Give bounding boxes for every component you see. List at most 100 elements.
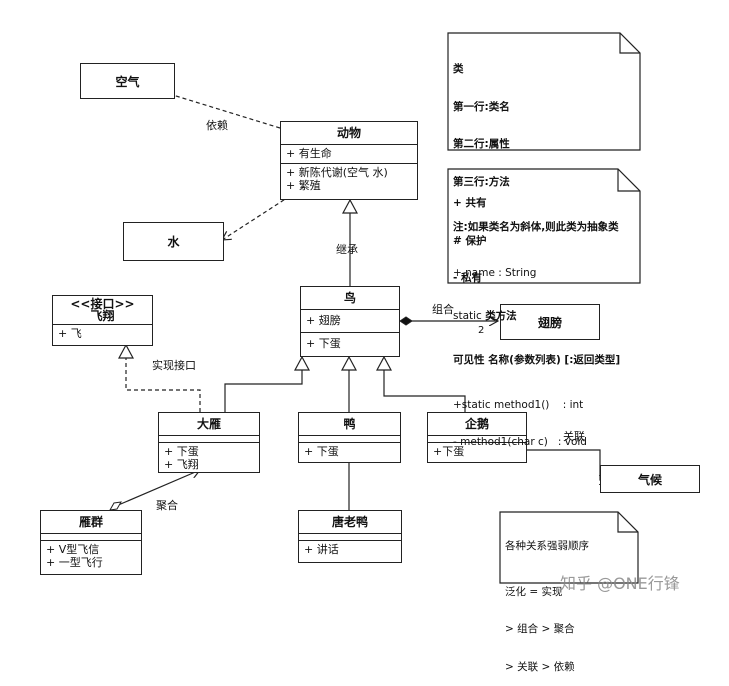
- note-line: 泛化 = 实现: [505, 585, 563, 598]
- class-air: 空气: [80, 63, 175, 99]
- inheritance-line-goose: [224, 370, 303, 412]
- class-goose-name: 大雁: [159, 413, 259, 436]
- class-penguin-methods: +下蛋: [428, 443, 526, 461]
- note-static-prefix: static: [453, 309, 482, 322]
- interface-stereotype: <<接口>>: [70, 297, 135, 311]
- strength-note: 各种关系强弱顺序 泛化 = 实现 > 组合 > 聚合 > 关联 > 依赖: [505, 515, 589, 686]
- interface-fly-methods: + 飞: [53, 325, 152, 343]
- note-line: > 组合 > 聚合: [505, 623, 575, 635]
- method-line: + 下蛋: [306, 337, 341, 350]
- label-multiplicity: 2: [478, 325, 485, 336]
- relationship-lines: [109, 32, 641, 584]
- realization-line: [125, 358, 201, 412]
- label-inheritance: 继承: [336, 243, 358, 256]
- class-goose-flock-name: 雁群: [41, 511, 141, 534]
- inheritance-arrowhead-penguin: [375, 355, 393, 371]
- label-composition: 组合: [432, 303, 454, 316]
- class-penguin: 企鹅 +下蛋: [427, 412, 527, 463]
- class-goose-flock-attrs: [41, 534, 141, 541]
- class-donald-duck-attrs: [299, 534, 401, 541]
- class-bird-attrs: + 翅膀: [301, 310, 399, 333]
- interface-fly: <<接口>> 飞翔 + 飞: [52, 295, 153, 346]
- class-goose: 大雁 + 下蛋 + 飞翔: [158, 412, 260, 473]
- note-line: 第二行:属性: [453, 138, 510, 150]
- note-example: +static method1() : int: [453, 398, 584, 411]
- note-line: 第一行:类名: [453, 100, 510, 113]
- watermark: 知乎 @ONE行锋: [560, 574, 680, 593]
- class-animal-name: 动物: [281, 122, 417, 145]
- label-realization: 实现接口: [152, 359, 196, 372]
- note-line: # 保护: [453, 234, 487, 247]
- inheritance-arrowhead-animal: [341, 198, 359, 214]
- aggregation-diamond: [109, 501, 122, 511]
- note-example: - method1(char c) : void: [453, 436, 587, 448]
- note-line: 第三行:方法: [453, 175, 510, 188]
- note-static: static 类方法: [453, 310, 620, 323]
- class-animal-attrs: + 有生命: [281, 145, 417, 164]
- method-line: + 下蛋: [164, 445, 199, 458]
- aggregation-line: [115, 470, 200, 507]
- method-line: +下蛋: [433, 445, 465, 458]
- dependency-line-water: [222, 195, 291, 240]
- inheritance-line-penguin: [383, 370, 466, 412]
- note-line: > 关联 > 依赖: [505, 660, 575, 673]
- method-line: + 飞翔: [164, 458, 199, 471]
- class-donald-duck: 唐老鸭 + 讲话: [298, 510, 402, 563]
- label-aggregation: 聚合: [156, 499, 178, 512]
- note-line: + 共有: [453, 197, 487, 209]
- method-line: + 新陈代谢(空气 水): [286, 166, 388, 179]
- class-water-name: 水: [167, 235, 180, 249]
- note-line: - 私有: [453, 272, 483, 284]
- class-goose-flock-methods: + V型飞信 + 一型飞行: [41, 541, 141, 571]
- strength-note-shape: [499, 511, 639, 584]
- class-goose-methods: + 下蛋 + 飞翔: [159, 443, 259, 473]
- class-note: 类 第一行:类名 第二行:属性 第三行:方法 注:如果类名为斜体,则此类为抽象类…: [453, 38, 619, 292]
- class-duck-name: 鸭: [299, 413, 400, 436]
- visibility-note-shape: [447, 168, 641, 284]
- class-penguin-name: 企鹅: [428, 413, 526, 436]
- class-climate-name: 气候: [637, 472, 662, 487]
- note-syntax: 可见性 名称(参数列表) [:返回类型]: [453, 354, 621, 366]
- visibility-note: + 共有 # 保护 - 私有 static 类方法 可见性 名称(参数列表) […: [453, 172, 620, 461]
- note-static-rest: 类方法: [485, 309, 517, 322]
- note-line: 类: [453, 63, 464, 75]
- class-wing: 翅膀: [500, 304, 600, 340]
- class-bird: 鸟 + 翅膀 + 下蛋: [300, 286, 400, 357]
- class-donald-duck-methods: + 讲话: [299, 541, 401, 559]
- label-association: 关联: [563, 430, 585, 443]
- interface-fly-header: <<接口>> 飞翔: [53, 296, 152, 325]
- interface-fly-name: 飞翔: [90, 309, 115, 323]
- class-water: 水: [123, 222, 224, 261]
- method-line: + 繁殖: [286, 179, 321, 192]
- class-animal: 动物 + 有生命 + 新陈代谢(空气 水) + 繁殖: [280, 121, 418, 200]
- note-abstract: 注:如果类名为斜体,则此类为抽象类: [453, 221, 619, 233]
- class-note-shape: [447, 32, 641, 151]
- method-line: + 飞: [58, 327, 82, 340]
- class-duck: 鸭 + 下蛋: [298, 412, 401, 463]
- class-climate: 气候: [600, 465, 700, 493]
- class-animal-methods: + 新陈代谢(空气 水) + 繁殖: [281, 164, 417, 194]
- composition-diamond: [399, 316, 413, 326]
- class-goose-flock: 雁群 + V型飞信 + 一型飞行: [40, 510, 142, 575]
- inheritance-arrowhead-duck: [340, 355, 358, 371]
- class-duck-attrs: [299, 436, 400, 443]
- method-line: + 讲话: [304, 543, 339, 556]
- realization-arrowhead: [117, 343, 135, 359]
- attr-line: + 翅膀: [306, 314, 341, 327]
- class-bird-name: 鸟: [301, 287, 399, 310]
- class-bird-methods: + 下蛋: [301, 333, 399, 355]
- class-air-name: 空气: [115, 74, 140, 89]
- method-line: + 下蛋: [304, 445, 339, 458]
- method-line: + V型飞信: [46, 543, 100, 556]
- class-duck-methods: + 下蛋: [299, 443, 400, 461]
- attr-line: + 有生命: [286, 147, 332, 160]
- strength-note-title: 各种关系强弱顺序: [505, 540, 589, 552]
- inheritance-arrowhead-goose: [293, 355, 311, 371]
- class-penguin-attrs: [428, 436, 526, 443]
- method-line: + 一型飞行: [46, 556, 103, 569]
- class-donald-duck-name: 唐老鸭: [299, 511, 401, 534]
- class-wing-name: 翅膀: [537, 315, 562, 330]
- note-example: + name : String: [453, 266, 537, 279]
- label-dependency: 依赖: [206, 119, 228, 132]
- class-goose-attrs: [159, 436, 259, 443]
